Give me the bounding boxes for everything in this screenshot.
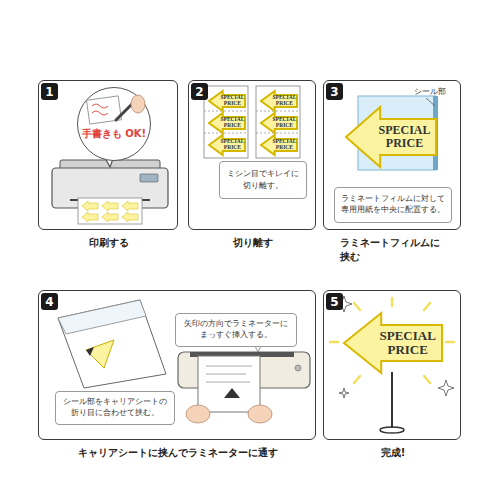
step-number-text: 4 [45, 296, 53, 308]
stand-pole [391, 372, 393, 428]
sign-text: SPECIAL PRICE [220, 139, 245, 151]
arrow-shape [261, 135, 297, 155]
glow-rays [330, 298, 454, 383]
price-arrow-label: SPECIAL PRICE [209, 113, 245, 133]
callout-text: シール部をキャリアシートの 折り目に合わせて挟む。 [56, 397, 174, 419]
sign-text: SPECIAL PRICE [272, 117, 297, 129]
note-paper [86, 96, 121, 124]
perforation-lines [204, 111, 300, 133]
step-panel: ラミネートフィルムに 挟む3SPECIAL PRICEラミネートフィルムに対して… [323, 80, 461, 230]
arrow-shape [261, 91, 297, 111]
price-arrow-label: SPECIAL PRICE [261, 135, 297, 155]
callout-text: 矢印の方向でラミネーターに まっすぐ挿入する。 [176, 319, 296, 341]
bubble-text: 手書きも OK! [78, 128, 150, 140]
pen [116, 98, 138, 120]
leader-line [426, 98, 435, 106]
callout-box: 矢印の方向でラミネーターに まっすぐ挿入する。 [175, 313, 297, 347]
step-caption: 切り離す [179, 236, 327, 250]
printer-display [140, 174, 158, 182]
step-caption: キャリアシートに挟んでラミネーターに通す [29, 446, 327, 460]
price-arrow-label: SPECIAL PRICE [209, 135, 245, 155]
price-arrow-sign: SPECIAL PRICE [346, 107, 436, 167]
step-number-text: 5 [330, 296, 338, 308]
stand-base [380, 427, 404, 433]
callout-text: ラミネートフィルムに対して 専用用紙を中央に配置する。 [335, 194, 451, 216]
direction-arrow [224, 388, 240, 398]
printed-sheet [78, 198, 142, 224]
arrow-shape [344, 313, 442, 373]
step-panel: 切り離す2SPECIAL PRICESPECIAL PRICESPECIAL P… [188, 80, 316, 230]
label-strip [204, 86, 248, 158]
sign-text: SPECIAL PRICE [272, 95, 297, 107]
sheet-lines [206, 366, 252, 382]
arrow-shape [346, 107, 436, 167]
label-strip [256, 86, 300, 158]
hand [248, 405, 272, 423]
step-number: 1 [41, 83, 58, 100]
step-number-text: 3 [330, 86, 338, 98]
arrow-shape [261, 113, 297, 133]
step-number: 3 [326, 83, 343, 100]
step-number: 4 [41, 293, 58, 310]
sheet-labels [82, 201, 138, 222]
sign-text: SPECIAL PRICE [272, 139, 297, 151]
arrow-shape [209, 135, 245, 155]
callout-box: ミシン目でキレイに 切り離す。 [219, 161, 307, 199]
step-number-text: 1 [45, 86, 53, 98]
arrow-shape [209, 91, 245, 111]
step-caption: ラミネートフィルムに 挟む [340, 236, 446, 263]
step-caption: 完成! [314, 446, 472, 460]
sign-text: SPECIAL PRICE [373, 329, 442, 356]
sparkles [336, 296, 454, 398]
handwriting [92, 104, 108, 115]
callout-text: ミシン目でキレイに 切り離す。 [220, 168, 306, 191]
carrier-sheet [58, 300, 166, 388]
step-number: 5 [326, 293, 343, 310]
price-arrow-label: SPECIAL PRICE [209, 91, 245, 111]
callout-box: ラミネートフィルムに対して 専用用紙を中央に配置する。 [334, 187, 452, 223]
speech-bubble: 手書きも OK! [77, 87, 151, 161]
callout-box: シール部をキャリアシートの 折り目に合わせて挟む。 [55, 391, 175, 425]
step-panel: 印刷する1手書きも OK! [38, 80, 178, 230]
step-panel: 完成!5SPECIAL PRICE [323, 290, 461, 440]
hand [131, 95, 145, 113]
sheet-fold [58, 300, 146, 334]
step-panel: キャリアシートに挟んでラミネーターに通す4矢印の方向でラミネーターに まっすぐ挿… [38, 290, 316, 440]
step-number: 2 [191, 83, 208, 100]
arrow-shape [209, 113, 245, 133]
price-arrow-label: SPECIAL PRICE [261, 113, 297, 133]
carrier-in-slot [198, 356, 260, 412]
arrow-sticker [86, 340, 114, 368]
price-arrow-label: SPECIAL PRICE [261, 91, 297, 111]
price-arrow-sign: SPECIAL PRICE [344, 313, 442, 373]
step-caption: 印刷する [29, 236, 189, 250]
sign-text: SPECIAL PRICE [373, 124, 436, 149]
laminator-button [295, 365, 301, 371]
part-label: シール部 [414, 86, 446, 97]
step-number-text: 2 [195, 86, 203, 98]
sign-text: SPECIAL PRICE [220, 117, 245, 129]
hand [186, 405, 210, 423]
seal-mark [86, 347, 94, 356]
sign-text: SPECIAL PRICE [220, 95, 245, 107]
